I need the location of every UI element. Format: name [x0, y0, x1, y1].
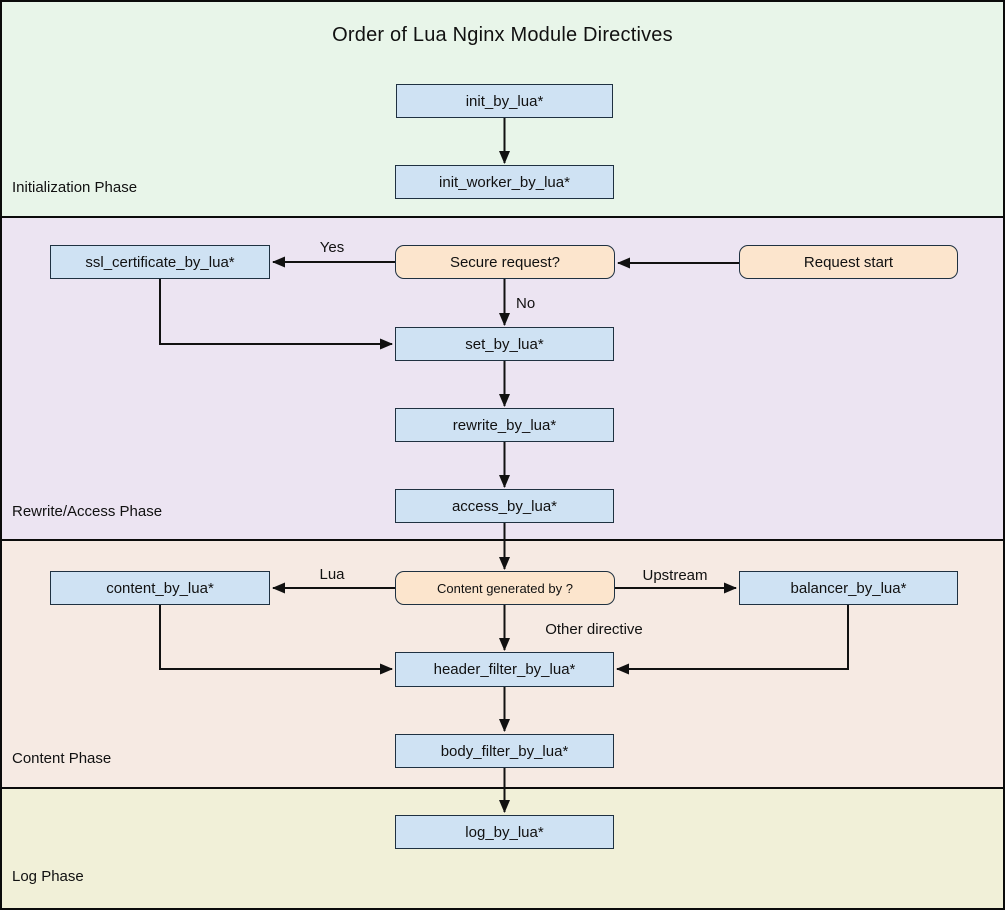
phase-label-rewrite-access: Rewrite/Access Phase [12, 503, 163, 520]
node-rewrite-by-lua: rewrite_by_lua* [395, 408, 614, 442]
diagram-title: Order of Lua Nginx Module Directives [332, 24, 673, 46]
node-log-by-lua: log_by_lua* [395, 815, 614, 849]
phase-label-initialization: Initialization Phase [12, 179, 138, 196]
node-body-filter-by-lua: body_filter_by_lua* [395, 734, 614, 768]
edge-label-lua: Lua [319, 566, 345, 583]
node-content-generated-by: Content generated by ? [395, 571, 615, 605]
node-balancer-by-lua: balancer_by_lua* [739, 571, 958, 605]
phase-label-log: Log Phase [12, 868, 84, 885]
node-init-by-lua: init_by_lua* [396, 84, 613, 118]
node-request-start: Request start [739, 245, 958, 279]
node-secure-request: Secure request? [395, 245, 615, 279]
node-ssl-certificate-by-lua: ssl_certificate_by_lua* [50, 245, 270, 279]
node-init-worker-by-lua: init_worker_by_lua* [395, 165, 614, 199]
node-set-by-lua: set_by_lua* [395, 327, 614, 361]
node-content-by-lua: content_by_lua* [50, 571, 270, 605]
edge-label-other-directive: Other directive [545, 621, 643, 638]
node-access-by-lua: access_by_lua* [395, 489, 614, 523]
edge-label-no: No [516, 295, 536, 312]
phase-label-content: Content Phase [12, 750, 112, 767]
node-header-filter-by-lua: header_filter_by_lua* [395, 652, 614, 687]
edge-label-upstream: Upstream [642, 567, 708, 584]
edge-label-yes: Yes [319, 239, 345, 256]
